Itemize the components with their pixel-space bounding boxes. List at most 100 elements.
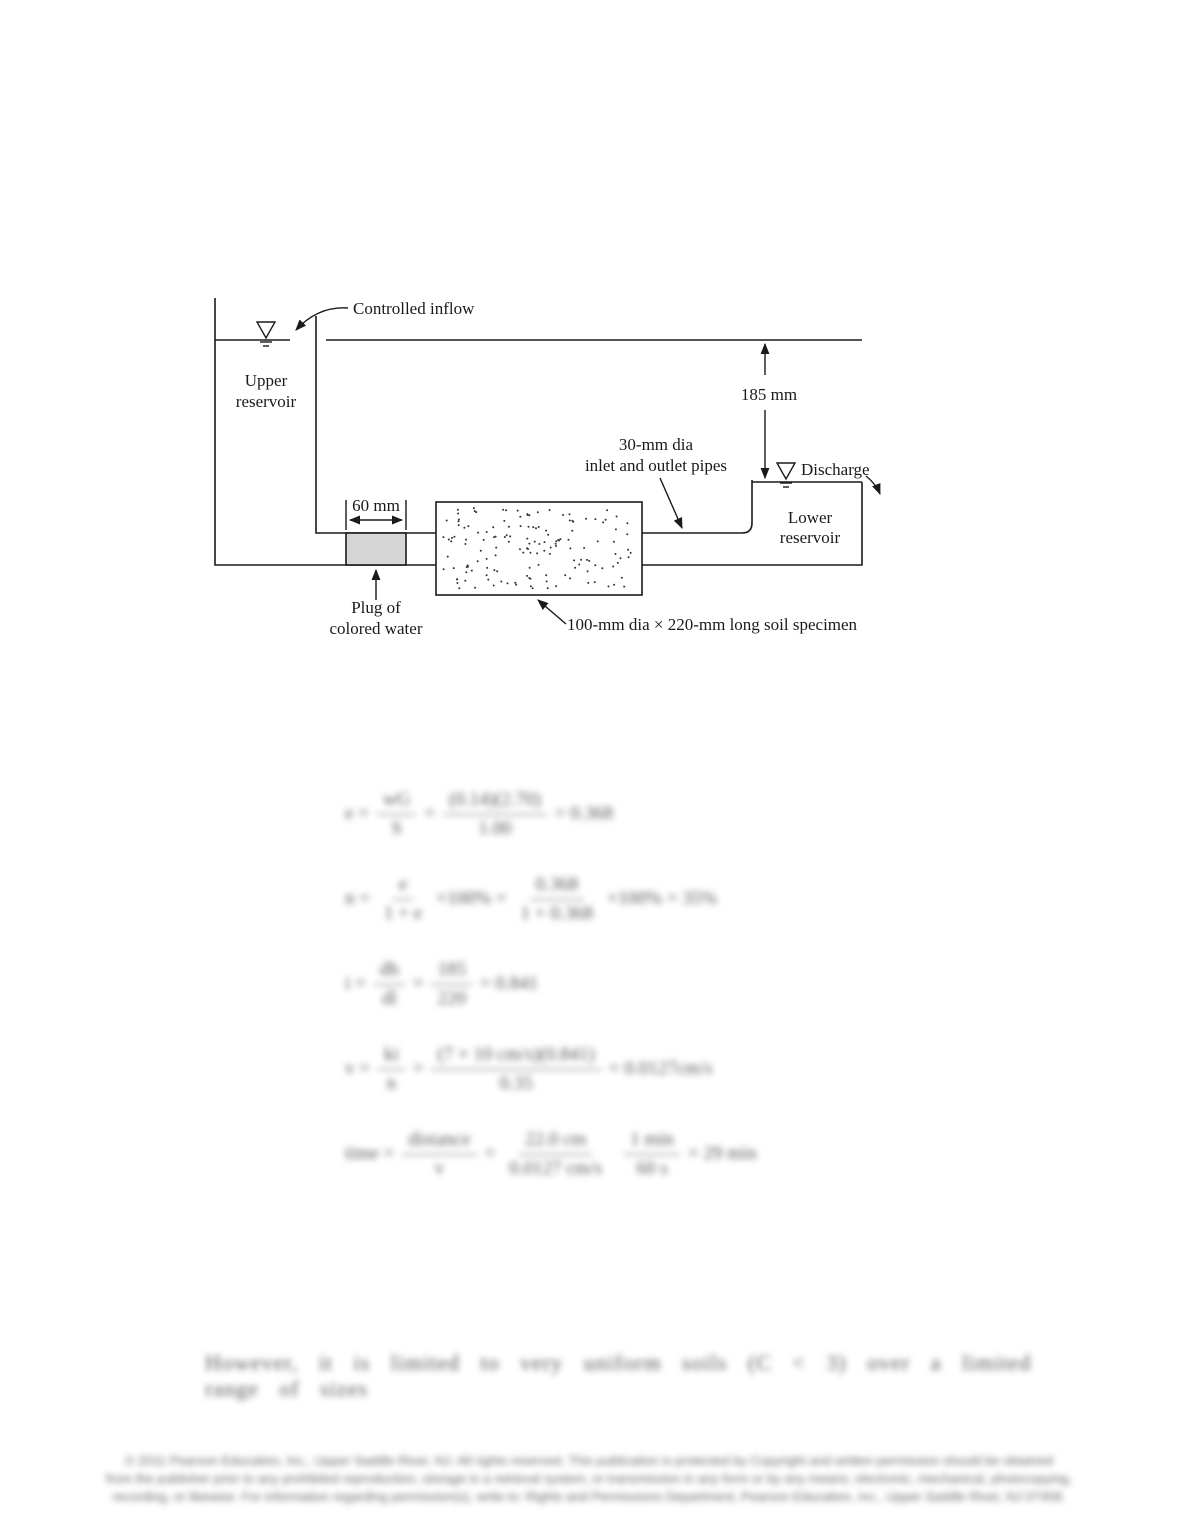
soil-dot xyxy=(568,513,571,516)
soil-dot xyxy=(502,508,505,511)
soil-dot xyxy=(537,563,540,566)
soil-dot xyxy=(629,551,632,554)
equals-sign: = xyxy=(412,1058,424,1079)
soil-dot xyxy=(522,551,525,554)
soil-dots xyxy=(442,507,632,590)
soil-dot xyxy=(620,576,623,579)
numerator: e xyxy=(392,874,414,900)
specimen-label: 100-mm dia × 220-mm long soil specimen xyxy=(567,615,858,634)
soil-dot xyxy=(519,525,522,528)
soil-dot xyxy=(567,538,570,541)
soil-dot xyxy=(486,566,489,569)
soil-dot xyxy=(614,528,617,531)
soil-dot xyxy=(626,522,629,525)
soil-dot xyxy=(492,584,495,587)
soil-dot xyxy=(543,541,546,544)
denominator: v xyxy=(434,1157,445,1179)
soil-dot xyxy=(614,553,617,555)
soil-dot xyxy=(583,546,586,549)
denominator: 1.00 xyxy=(478,817,512,839)
permeameter-diagram: Controlled inflow Upper reservoir 185 mm… xyxy=(214,298,881,638)
soil-dot xyxy=(476,560,479,563)
soil-dot xyxy=(546,587,549,590)
water-level-symbol-upper xyxy=(255,321,277,347)
soil-dot xyxy=(601,567,604,570)
numerator: (7 × 10 cm/s)(0.841) xyxy=(431,1044,601,1070)
soil-dot xyxy=(451,536,453,539)
denominator: 1 + e xyxy=(383,902,423,924)
soil-dot xyxy=(559,538,562,541)
soil-dot xyxy=(482,538,485,541)
soil-dot xyxy=(548,552,551,555)
soil-dot xyxy=(445,519,448,522)
soil-dot xyxy=(594,518,597,521)
soil-dot xyxy=(545,574,548,577)
soil-dot xyxy=(529,551,532,554)
soil-dot xyxy=(485,531,488,533)
plug-length-label: 60 mm xyxy=(352,496,400,515)
denominator: dl xyxy=(381,987,397,1009)
soil-dot xyxy=(627,548,630,551)
copyright-line-1: © 2011 Pearson Education, Inc., Upper Sa… xyxy=(124,1453,1054,1468)
denominator: 1 + 0.368 xyxy=(520,902,594,924)
soil-dot xyxy=(548,509,551,511)
soil-dot xyxy=(626,533,629,536)
plug-label-2: colored water xyxy=(330,619,423,638)
soil-dot xyxy=(555,585,558,588)
numerator: distance xyxy=(402,1129,477,1155)
soil-dot xyxy=(507,540,510,543)
soil-dot xyxy=(588,559,591,562)
soil-specimen xyxy=(435,501,643,596)
equals-sign: = xyxy=(412,973,424,994)
plug-label-1: Plug of xyxy=(351,598,401,617)
soil-dot xyxy=(475,511,478,514)
soil-dot xyxy=(532,526,535,529)
soil-dot xyxy=(593,581,596,584)
soil-dot xyxy=(531,587,534,590)
denominator: 0.35 xyxy=(499,1072,533,1094)
equation-lhs: e = xyxy=(345,803,369,824)
soil-dot xyxy=(457,512,460,515)
soil-dot xyxy=(466,564,469,567)
soil-dot xyxy=(447,538,450,541)
soil-dot xyxy=(586,558,588,561)
soil-dot xyxy=(496,570,499,573)
soil-dot xyxy=(452,567,455,570)
soil-dot xyxy=(612,540,615,543)
soil-dot xyxy=(545,529,548,532)
controlled-inflow-arrow xyxy=(295,307,349,331)
numerator: 185 xyxy=(431,959,472,985)
copyright-line-2: from the publisher prior to any prohibit… xyxy=(105,1471,1073,1486)
equation-rhs: = 0.841 xyxy=(479,973,539,994)
soil-dot xyxy=(528,542,531,545)
soil-dot xyxy=(446,555,449,558)
soil-dot xyxy=(485,574,488,577)
upper-reservoir-label-2: reservoir xyxy=(236,392,297,411)
soil-dot xyxy=(500,580,503,583)
soil-dot xyxy=(457,518,460,521)
soil-dot xyxy=(545,580,548,583)
soil-dot xyxy=(529,585,532,588)
denominator: n xyxy=(386,1072,397,1094)
soil-dot xyxy=(463,526,466,529)
soil-dot xyxy=(457,520,460,523)
numerator: ki xyxy=(377,1044,405,1070)
note-line: However, it is limited to very uniform s… xyxy=(205,1350,1032,1401)
soil-dot xyxy=(554,542,557,545)
soil-dot xyxy=(519,548,521,551)
soil-dot xyxy=(442,568,445,571)
soil-dot xyxy=(612,565,615,568)
soil-dot xyxy=(456,578,458,581)
soil-dot xyxy=(573,559,576,562)
soil-dot xyxy=(571,529,574,532)
soil-dot xyxy=(615,515,618,518)
soil-dot xyxy=(456,582,459,584)
soil-dot xyxy=(487,578,490,581)
